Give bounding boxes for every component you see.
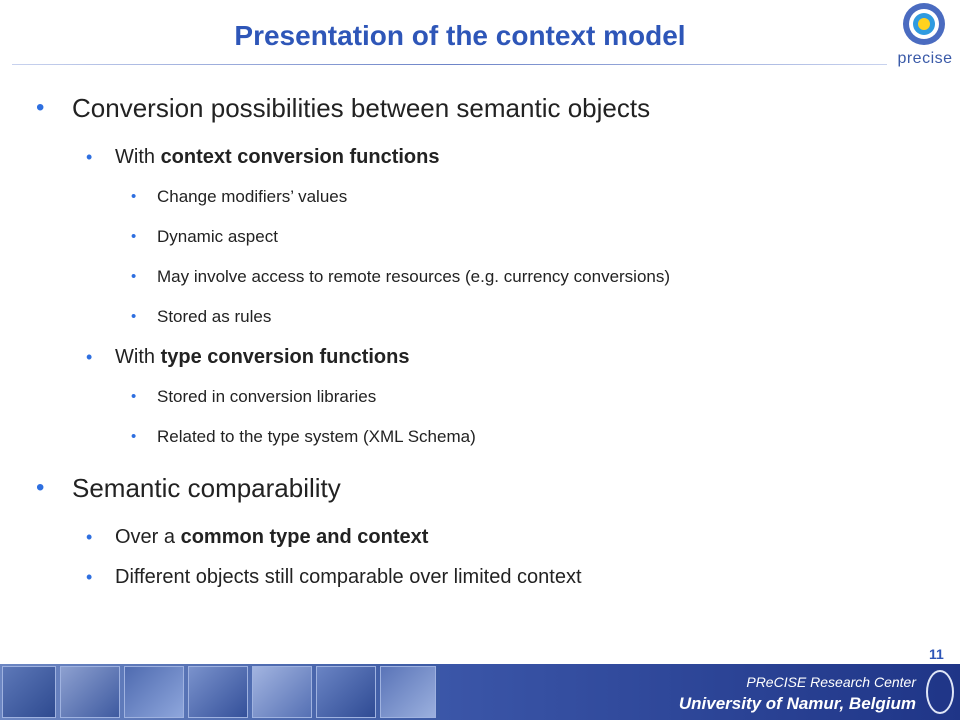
photo-tile bbox=[2, 666, 56, 718]
photo-tile bbox=[380, 666, 436, 718]
photo-tile bbox=[124, 666, 184, 718]
footer-band bbox=[440, 664, 960, 720]
target-icon bbox=[903, 3, 945, 45]
bullet-text: Conversion possibilities between semanti… bbox=[72, 93, 651, 123]
bullet-icon: • bbox=[131, 228, 137, 245]
list-item: • Related to the type system (XML Schema… bbox=[0, 420, 960, 454]
title-rule bbox=[12, 64, 887, 65]
logo-text: precise bbox=[897, 50, 953, 67]
photo-tile bbox=[188, 666, 248, 718]
list-item-text: Stored in conversion libraries bbox=[157, 387, 377, 406]
photo-tile bbox=[316, 666, 376, 718]
list-item: • Dynamic aspect bbox=[0, 220, 960, 254]
bullet-text-bold: context conversion functions bbox=[160, 146, 440, 168]
list-item: • Stored in conversion libraries bbox=[0, 380, 960, 414]
university-seal-icon bbox=[926, 670, 954, 714]
slide-content: • Conversion possibilities between seman… bbox=[0, 88, 960, 600]
bullet-text-bold: type conversion functions bbox=[160, 346, 410, 368]
bullet-text: Semantic comparability bbox=[72, 473, 341, 503]
bullet-icon: • bbox=[131, 268, 137, 285]
bullet-semantic-comparability: • Semantic comparability bbox=[0, 468, 960, 508]
list-item-text: Stored as rules bbox=[157, 307, 272, 326]
bullet-text-prefix: Over a bbox=[115, 526, 181, 548]
photo-tile bbox=[60, 666, 120, 718]
bullet-text-bold: common type and context bbox=[180, 526, 429, 548]
bullet-different-objects: • Different objects still comparable ove… bbox=[0, 560, 960, 594]
bullet-icon: • bbox=[131, 188, 137, 205]
footer-university: University of Namur, Belgium bbox=[678, 694, 916, 713]
footer-center-name: PReCISE Research Center bbox=[746, 674, 916, 690]
page-number: 11 bbox=[929, 646, 944, 662]
list-item-text: Dynamic aspect bbox=[157, 227, 278, 246]
photo-tile bbox=[252, 666, 312, 718]
bullet-text-prefix: With bbox=[115, 346, 161, 368]
bullet-icon: • bbox=[131, 308, 137, 325]
list-item: • Change modifiers’ values bbox=[0, 180, 960, 214]
bullet-text-prefix: With bbox=[115, 146, 161, 168]
list-item-text: Related to the type system (XML Schema) bbox=[157, 427, 476, 446]
list-item-text: May involve access to remote resources (… bbox=[157, 267, 671, 286]
bullet-icon: • bbox=[86, 567, 93, 587]
bullet-text: Different objects still comparable over … bbox=[115, 566, 582, 588]
footer: PReCISE Research Center University of Na… bbox=[0, 664, 960, 720]
list-item-text: Change modifiers’ values bbox=[157, 187, 348, 206]
bullet-icon: • bbox=[86, 147, 93, 167]
bullet-context-conversion-functions: • With context conversion functions bbox=[0, 140, 960, 174]
bullet-type-conversion-functions: • With type conversion functions bbox=[0, 340, 960, 374]
page-title: Presentation of the context model bbox=[234, 20, 686, 51]
bullet-icon: • bbox=[86, 527, 93, 547]
list-item: • Stored as rules bbox=[0, 300, 960, 334]
bullet-common-type-context: • Over a common type and context bbox=[0, 520, 960, 554]
list-item: • May involve access to remote resources… bbox=[0, 260, 960, 294]
precise-logo: precise bbox=[893, 2, 957, 68]
bullet-icon: • bbox=[36, 94, 45, 121]
bullet-conversion-possibilities: • Conversion possibilities between seman… bbox=[0, 88, 960, 128]
bullet-icon: • bbox=[86, 347, 93, 367]
bullet-icon: • bbox=[131, 428, 137, 445]
bullet-icon: • bbox=[131, 388, 137, 405]
bullet-icon: • bbox=[36, 474, 45, 501]
footer-photo-strip bbox=[0, 664, 440, 720]
